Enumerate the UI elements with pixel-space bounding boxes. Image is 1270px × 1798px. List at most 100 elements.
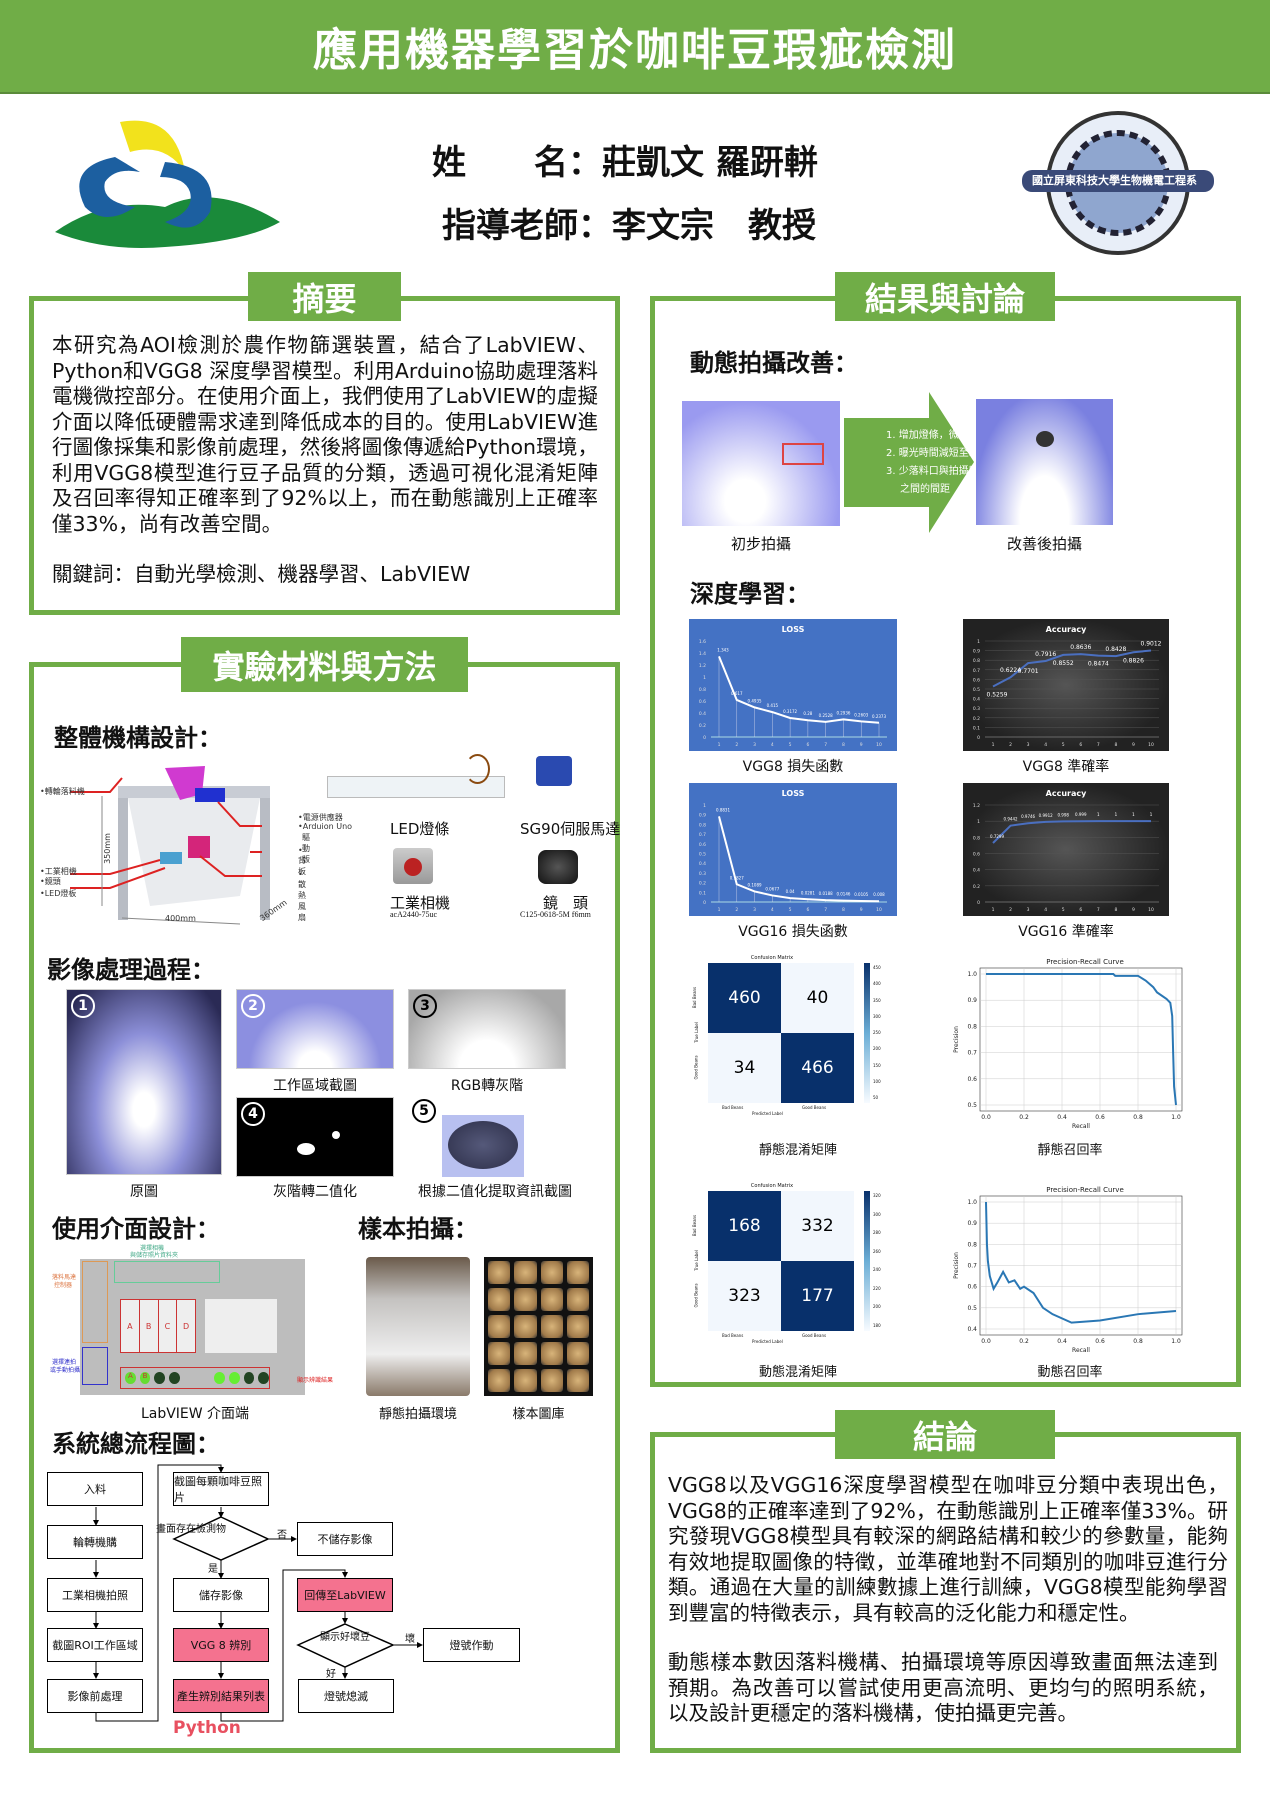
sample-bean-thumb — [488, 1342, 511, 1365]
y-tick-label: 0.7 — [967, 1050, 977, 1057]
cm-cell: 466 — [781, 1033, 854, 1103]
data-label: 0.8552 — [1053, 660, 1074, 667]
x-tick-label: 10 — [876, 907, 882, 913]
initial-capture-photo — [682, 401, 840, 526]
x-tick-label: 6 — [1079, 907, 1082, 913]
y-tick-label: 1.2 — [699, 663, 706, 669]
step-number-2: 2 — [241, 994, 265, 1018]
improved-capture-photo — [976, 399, 1113, 525]
improvement-step-2: 2. 曝光時間減短至500ms — [886, 448, 1003, 459]
y-tick-label: 0.6 — [699, 842, 706, 848]
flow-step: 截圖每顆咖啡豆照片 — [173, 1472, 269, 1506]
annotation-result: 顯示辨識結果 — [297, 1377, 334, 1384]
y-tick-label: 0.1 — [699, 890, 706, 896]
series-line — [992, 820, 1151, 844]
flow-decision-good-bad: 顯示好壞豆 — [320, 1632, 370, 1643]
y-tick-label: 0.4 — [699, 711, 706, 717]
y-category: Good Beans — [693, 1283, 699, 1308]
x-tick-label: 4 — [771, 742, 774, 748]
data-label: 0.8474 — [1088, 661, 1109, 668]
colorbar-tick: 250 — [873, 1030, 881, 1035]
y-tick-label: 0.2 — [699, 723, 706, 729]
data-label: 0.4935 — [748, 698, 762, 703]
y-tick-label: 0.2 — [973, 884, 980, 890]
data-label: 0.415 — [767, 703, 779, 708]
y-tick-label: 0.9 — [967, 1220, 977, 1227]
series-line — [718, 816, 880, 903]
callout-led-panel: •LED燈板 — [40, 889, 77, 898]
results-heading: 結果與討論 — [835, 272, 1055, 321]
y-tick-label: 0.2 — [973, 716, 980, 722]
initial-capture-caption: 初步拍攝 — [730, 535, 791, 553]
x-tick-label: 9 — [860, 742, 863, 748]
data-label: 0.7916 — [1035, 651, 1056, 658]
x-tick-label: 1 — [992, 907, 995, 913]
x-tick-label: 0.8 — [1133, 1114, 1143, 1121]
step-3-label: RGB轉灰階 — [450, 1078, 524, 1094]
data-label: 0.0146 — [836, 892, 850, 897]
step-1-label: 原圖 — [130, 1184, 158, 1200]
y-axis-label: True Label — [693, 1250, 699, 1271]
y-tick-label: 0.8 — [973, 658, 980, 664]
colorbar-tick: 300 — [873, 1013, 881, 1019]
led-wire-photo — [465, 754, 490, 784]
camera-model: acA2440-75uc — [390, 910, 438, 919]
x-tick-label: 3 — [1027, 907, 1030, 913]
x-tick-label: 3 — [753, 907, 756, 913]
roi-crop-image: 2 — [236, 989, 394, 1069]
static-setup-photo — [366, 1257, 470, 1396]
x-tick-label: 0.2 — [1019, 1114, 1029, 1121]
interface-title: 使用介面設計： — [52, 1215, 220, 1243]
sample-bean-thumb — [566, 1315, 589, 1338]
y-category: Bad Beans — [692, 986, 698, 1009]
x-tick-label: 3 — [753, 742, 756, 748]
callout-arduino: •Arduion Uno — [298, 822, 353, 831]
annotation-controller: 控制器 — [54, 1282, 73, 1289]
chart-background — [963, 783, 1169, 916]
data-label: 1.343 — [717, 647, 729, 652]
flowchart-lines — [93, 1464, 423, 1722]
sample-bean-thumb — [514, 1369, 537, 1392]
sample-bean-thumb — [488, 1315, 511, 1338]
y-tick-label: 0.5 — [699, 852, 706, 858]
x-tick-label: 1 — [718, 742, 721, 748]
data-label: 0.2373 — [872, 714, 886, 719]
data-label: 0.998 — [1057, 812, 1069, 817]
colorbar-tick: 280 — [873, 1230, 881, 1236]
flow-step-result-list: 產生辨別結果列表 — [173, 1679, 269, 1713]
sample-bean-thumb — [540, 1342, 563, 1365]
abstract-heading: 摘要 — [248, 272, 401, 321]
cm-cell: 34 — [708, 1033, 781, 1103]
x-tick-label: 1 — [718, 907, 721, 913]
y-tick-label: 0 — [977, 735, 980, 741]
data-label: 0.2528 — [819, 713, 833, 718]
sample-bean-thumb — [540, 1315, 563, 1338]
y-tick-label: 0.4 — [967, 1326, 977, 1333]
original-image: 1 — [66, 989, 222, 1175]
cm-cell: 323 — [708, 1261, 781, 1331]
vgg8-acc-caption: VGG8 準確率 — [1022, 759, 1110, 775]
flow-step: 截圖ROI工作區域 — [47, 1628, 143, 1662]
x-tick-label: 5 — [789, 907, 792, 913]
vgg16-acc-caption: VGG16 準確率 — [1018, 924, 1114, 940]
conclusion-paragraph-2: 動態樣本數因落料機構、拍攝環境等原因導致畫面無法達到預期。為改善可以嘗試使用更高… — [668, 1650, 1218, 1725]
data-label: 0.999 — [1075, 812, 1087, 817]
colorbar-tick: 300 — [873, 1211, 881, 1217]
flow-step-vgg: VGG 8 辨別 — [173, 1628, 269, 1662]
step-5-label: 根據二值化提取資訊截圖 — [418, 1184, 572, 1200]
cm-title: Confusion Matrix — [750, 1183, 794, 1189]
led-strip-label: LED燈條 — [390, 820, 450, 838]
step-number-1: 1 — [71, 994, 95, 1018]
x-tick-label: 7 — [1097, 907, 1100, 913]
chart-title: Accuracy — [1046, 789, 1087, 798]
flow-step: 入料 — [47, 1472, 143, 1506]
y-tick-label: 1.0 — [967, 1199, 977, 1206]
y-tick-label: 0.9 — [973, 649, 980, 655]
x-tick-label: 0.0 — [981, 1338, 991, 1345]
x-tick-label: 5 — [789, 742, 792, 748]
y-axis-label: Precision — [953, 1252, 960, 1279]
